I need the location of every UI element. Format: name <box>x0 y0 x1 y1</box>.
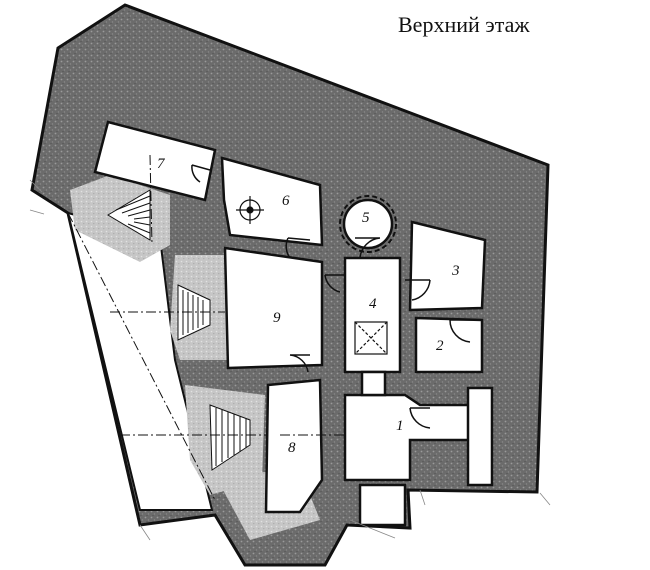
door-9 <box>324 274 345 293</box>
corridor-4-1 <box>360 370 387 397</box>
door-7 <box>191 164 211 183</box>
room-4 <box>343 256 402 374</box>
stair-middle <box>177 284 211 341</box>
floor-title: Верхний этаж <box>398 12 530 37</box>
room-label-8: 8 <box>288 440 296 456</box>
door-2 <box>449 319 475 343</box>
room-9 <box>223 246 324 370</box>
room-2 <box>414 316 484 374</box>
room-label-2: 2 <box>436 338 444 354</box>
room-7 <box>93 120 217 202</box>
door-3 <box>405 279 431 301</box>
shaft-room-4 <box>354 321 388 355</box>
door-6 <box>285 237 311 259</box>
room-6 <box>220 156 324 247</box>
corridor-bottom <box>358 483 407 527</box>
room-label-4: 4 <box>369 296 377 312</box>
door-8 <box>289 354 310 373</box>
room-8 <box>264 378 324 514</box>
room-label-7: 7 <box>157 156 166 172</box>
dome-outline-room-5 <box>339 195 397 253</box>
room-label-5: 5 <box>362 210 370 226</box>
stair-lower <box>209 404 251 471</box>
room-label-1: 1 <box>396 418 404 434</box>
door-1 <box>409 407 431 429</box>
room-5 <box>342 198 394 250</box>
shaft-right <box>466 386 494 487</box>
door-5 <box>355 237 381 259</box>
stair-upper <box>107 189 151 241</box>
room-label-3: 3 <box>451 263 460 279</box>
room-label-9: 9 <box>273 310 281 326</box>
axis-line-upper <box>149 154 153 246</box>
room-label-6: 6 <box>282 193 290 209</box>
